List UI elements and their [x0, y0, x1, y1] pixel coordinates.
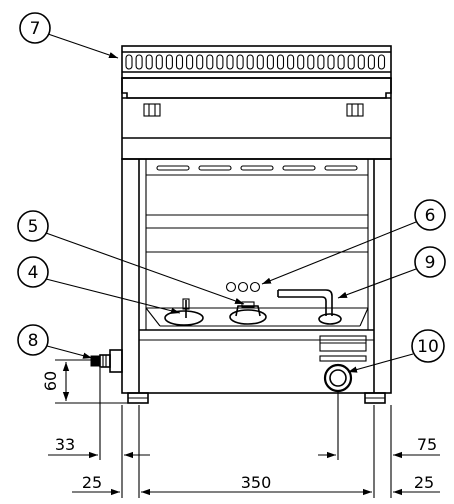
- callout-8: 8: [17, 324, 93, 359]
- grill-slot: [347, 54, 355, 70]
- grill-slot: [246, 54, 254, 70]
- heater-slot: [198, 165, 232, 171]
- callout-6: 6: [261, 199, 446, 285]
- grill-slot: [155, 54, 163, 70]
- grill-slot: [287, 54, 295, 70]
- gas-tube: [277, 289, 342, 325]
- grill-slot: [135, 54, 143, 70]
- dim-350-label: 350: [241, 473, 272, 492]
- grill-slot: [226, 54, 234, 70]
- callout-9: 9: [337, 246, 446, 299]
- grill-slot: [307, 54, 315, 70]
- grill-slot: [357, 54, 365, 70]
- callout-4: 4: [17, 256, 181, 314]
- callout-7-label: 7: [30, 19, 41, 39]
- dim-25-left-label: 25: [82, 473, 102, 492]
- callout-8-label: 8: [28, 331, 39, 351]
- dim-75-label: 75: [417, 435, 437, 454]
- grill-slot: [317, 54, 325, 70]
- bracket-right: [346, 103, 364, 117]
- grill-slot: [297, 54, 305, 70]
- grill-slot: [337, 54, 345, 70]
- grill-slots: [125, 54, 386, 70]
- dim-33-label: 33: [55, 435, 75, 454]
- grill-slot: [236, 54, 244, 70]
- grill-slot: [145, 54, 153, 70]
- callout-6-label: 6: [425, 206, 436, 226]
- heater-slot: [324, 165, 358, 171]
- callout-9-label: 9: [425, 253, 436, 273]
- grill-slot: [186, 54, 194, 70]
- control-knob: [323, 363, 353, 393]
- callout-5-label: 5: [28, 217, 39, 237]
- grill-slot: [175, 54, 184, 70]
- burner-left: [164, 298, 204, 326]
- callout-7: 7: [19, 12, 119, 59]
- grill-slot: [206, 54, 214, 70]
- callout-4-label: 4: [28, 263, 39, 283]
- top-grill-housing: [121, 45, 392, 79]
- grill-slot: [377, 54, 386, 70]
- dimension-lines: [48, 359, 440, 498]
- grill-slot: [196, 54, 204, 70]
- hood-panel: [121, 77, 392, 160]
- callout-5: 5: [17, 210, 245, 305]
- heater-slots: [156, 165, 358, 171]
- dim-25-right-label: 25: [414, 473, 434, 492]
- grill-slot: [216, 54, 224, 70]
- grill-slot: [165, 54, 173, 70]
- grill-slot: [266, 54, 274, 70]
- bracket-left: [143, 103, 161, 117]
- grill-slot: [125, 54, 133, 70]
- callout-10: 10: [347, 329, 445, 373]
- grill-slot: [276, 54, 285, 70]
- burner-center: [229, 301, 267, 325]
- heater-slot: [282, 165, 316, 171]
- feet: [127, 392, 386, 404]
- dim-60-label: 60: [41, 371, 60, 391]
- grill-slot: [256, 54, 264, 70]
- grill-slot: [367, 54, 375, 70]
- control-panel: [319, 335, 367, 362]
- cabinet-body: [121, 158, 392, 394]
- pilot-holes: [225, 281, 261, 293]
- callout-10-label: 10: [417, 337, 439, 357]
- heater-slot: [240, 165, 274, 171]
- side-connector: [90, 349, 123, 373]
- heater-slot: [156, 165, 190, 171]
- grill-slot: [327, 54, 335, 70]
